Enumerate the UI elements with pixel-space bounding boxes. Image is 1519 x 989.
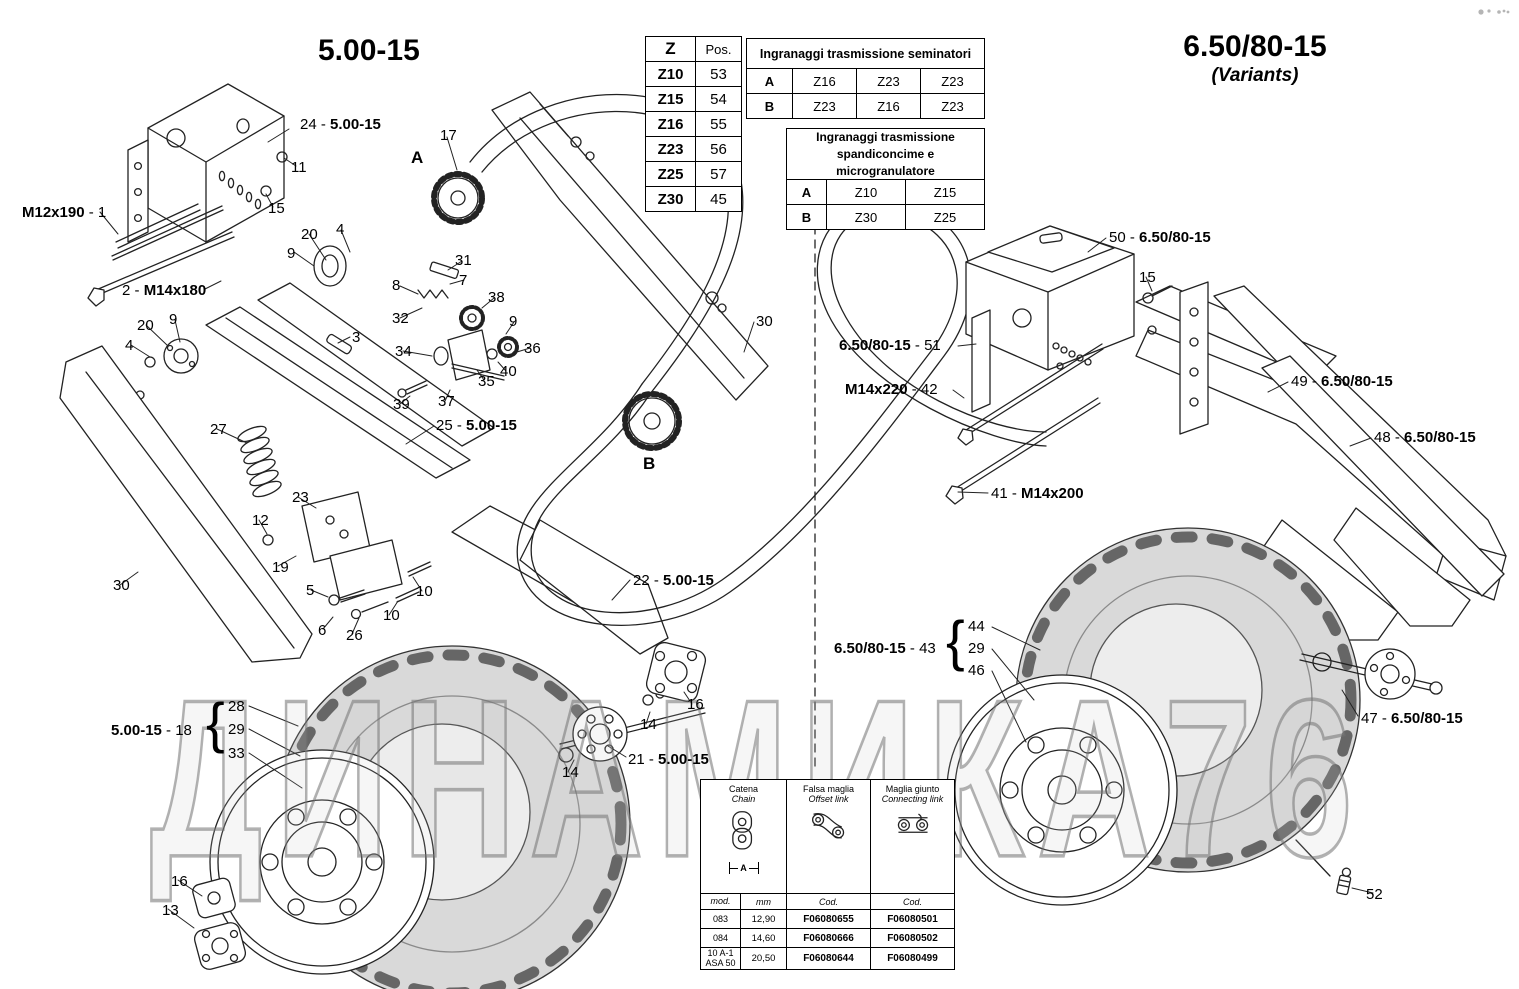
connecting-link-column-header: Maglia giunto Connecting link bbox=[870, 779, 955, 894]
z-cell: Z15 bbox=[645, 86, 696, 112]
connecting-link-header-line1: Maglia giunto bbox=[885, 784, 940, 794]
mm-subheader: mm bbox=[740, 893, 787, 910]
chain-column-header: Catena Chain A bbox=[700, 779, 787, 894]
mod-cell: 084 bbox=[700, 928, 741, 948]
mm-cell: 12,90 bbox=[740, 909, 787, 929]
pos-cell: 53 bbox=[695, 61, 742, 87]
table-row: B Z23 Z16 Z23 bbox=[746, 93, 985, 119]
table-row: B Z30 Z25 bbox=[786, 204, 985, 231]
mm-cell: 14,60 bbox=[740, 928, 787, 948]
table-row: A Z10 Z15 bbox=[786, 179, 985, 206]
gear-cell: Z16 bbox=[792, 68, 857, 94]
mod-cell: 10 A-1 ASA 50 bbox=[700, 947, 741, 970]
gear-row-label: A bbox=[746, 68, 793, 94]
gear-row-label: B bbox=[746, 93, 793, 119]
cod-cell: F06080655 bbox=[786, 909, 871, 929]
gear-cell: Z30 bbox=[826, 204, 906, 231]
pos-cell: 57 bbox=[695, 161, 742, 187]
gear-cell: Z10 bbox=[826, 179, 906, 206]
spandiconcime-title-line1: Ingranaggi trasmissione bbox=[816, 130, 955, 144]
mod-cell: 083 bbox=[700, 909, 741, 929]
spandiconcime-gear-table-title: Ingranaggi trasmissione spandiconcime e … bbox=[786, 127, 985, 181]
title-right-main: 6.50/80-15 bbox=[1183, 30, 1327, 63]
gear-cell: Z25 bbox=[905, 204, 985, 231]
leader-lines bbox=[99, 128, 1374, 929]
table-row: 083 12,90 F06080655 F06080501 bbox=[700, 909, 955, 929]
pos-column-header: Pos. bbox=[695, 36, 742, 62]
gear-cell: Z23 bbox=[856, 68, 921, 94]
spring bbox=[237, 425, 282, 498]
table-subheader-row: mod. mm Cod. Cod. bbox=[700, 893, 955, 910]
gear-cell: Z15 bbox=[905, 179, 985, 206]
mm-cell: 20,50 bbox=[740, 947, 787, 970]
gear-row-label: A bbox=[786, 179, 827, 206]
chain-icon bbox=[731, 811, 752, 850]
gear-cell: Z16 bbox=[856, 93, 921, 119]
seminatori-gear-table: Ingranaggi trasmissione seminatori A Z16… bbox=[746, 38, 985, 119]
cod-cell: F06080666 bbox=[786, 928, 871, 948]
table-row: 084 14,60 F06080666 F06080502 bbox=[700, 928, 955, 948]
title-right-variants: (Variants) bbox=[1211, 65, 1299, 86]
gear-row-label: B bbox=[786, 204, 827, 231]
offset-link-header-line1: Falsa maglia bbox=[802, 784, 855, 794]
chain-header-line2: Chain bbox=[731, 794, 756, 804]
gear-cell: Z23 bbox=[920, 68, 985, 94]
title-right: 6.50/80-15 (Variants) bbox=[1140, 30, 1370, 87]
corner-logo-mark bbox=[1477, 6, 1511, 25]
cod-cell: F06080501 bbox=[870, 909, 955, 929]
cod-subheader: Cod. bbox=[786, 893, 871, 910]
chain-pitch-dimension: A bbox=[728, 862, 759, 874]
offset-link-icon bbox=[811, 812, 844, 839]
table-row: A Z16 Z23 Z23 bbox=[746, 68, 985, 94]
cod-cell: F06080502 bbox=[870, 928, 955, 948]
spandiconcime-title-line2: spandiconcime e microgranulatore bbox=[836, 146, 935, 178]
pos-cell: 54 bbox=[695, 86, 742, 112]
z-cell: Z25 bbox=[645, 161, 696, 187]
z-cell: Z16 bbox=[645, 111, 696, 137]
seminatori-gear-table-title: Ingranaggi trasmissione seminatori bbox=[746, 38, 985, 69]
z-cell: Z30 bbox=[645, 186, 696, 212]
cod-subheader: Cod. bbox=[870, 893, 955, 910]
pos-cell: 55 bbox=[695, 111, 742, 137]
mod-subheader: mod. bbox=[700, 893, 741, 910]
table-row: 10 A-1 ASA 50 20,50 F06080644 F06080499 bbox=[700, 947, 955, 970]
left-assembly bbox=[59, 83, 769, 663]
connecting-link-header-line2: Connecting link bbox=[881, 794, 944, 804]
chain-header-line1: Catena bbox=[728, 784, 759, 794]
offset-link-header-line2: Offset link bbox=[808, 794, 849, 804]
pos-cell: 45 bbox=[695, 186, 742, 212]
cod-cell: F06080499 bbox=[870, 947, 955, 970]
corner-dots-icon bbox=[1478, 9, 1510, 15]
gear-cell: Z23 bbox=[792, 93, 857, 119]
pos-cell: 56 bbox=[695, 136, 742, 162]
left-wheel bbox=[192, 641, 707, 989]
gear-cell: Z23 bbox=[920, 93, 985, 119]
right-wheel bbox=[946, 527, 1443, 906]
chain-spec-table: Catena Chain A Falsa maglia Offset link bbox=[700, 779, 955, 970]
z-cell: Z23 bbox=[645, 136, 696, 162]
z-cell: Z10 bbox=[645, 61, 696, 87]
connecting-link-icon bbox=[897, 813, 928, 833]
spandiconcime-gear-table: Ingranaggi trasmissione spandiconcime e … bbox=[786, 127, 985, 231]
right-assembly bbox=[945, 225, 1507, 641]
offset-link-column-header: Falsa maglia Offset link bbox=[786, 779, 871, 894]
z-column-header: Z bbox=[645, 36, 696, 62]
cod-cell: F06080644 bbox=[786, 947, 871, 970]
dimension-a-label: A bbox=[738, 863, 749, 873]
title-left: 5.00-15 bbox=[318, 34, 420, 67]
